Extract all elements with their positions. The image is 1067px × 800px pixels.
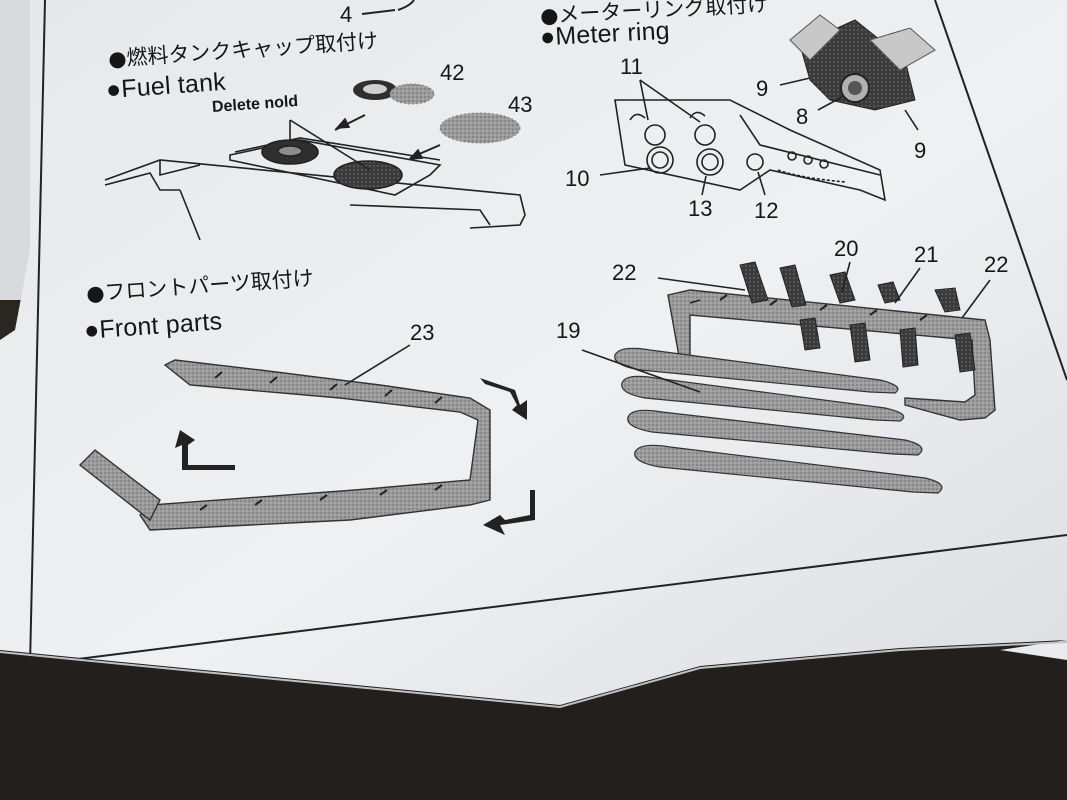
part-number-9-right: 9 [914, 138, 927, 163]
page-border-right [934, 0, 1067, 381]
part-number-13: 13 [688, 196, 713, 221]
part-number-4: 4 [340, 2, 353, 27]
fuel-tank-diagram [104, 114, 526, 241]
front-grille-diagram [581, 261, 996, 494]
part-43 [439, 112, 521, 144]
part-number-12: 12 [754, 198, 779, 223]
page-border-bottom [29, 534, 1067, 666]
part-number-19: 19 [556, 318, 581, 343]
part-number-42: 42 [440, 60, 465, 85]
meter-ring-title-en: ●Meter ring [539, 16, 671, 52]
part-number-11: 11 [620, 54, 643, 79]
page-border-left [29, 0, 46, 666]
paper-edge [0, 641, 1067, 709]
part-42 [353, 80, 435, 105]
part-number-22-left: 22 [612, 260, 637, 285]
part-number-43: 43 [508, 92, 533, 117]
front-part-23-diagram [78, 344, 535, 535]
part-number-21: 21 [914, 242, 939, 267]
part-number-10: 10 [565, 166, 590, 191]
meter-panel-diagram [599, 79, 887, 202]
part-number-20: 20 [834, 236, 859, 261]
part-number-9-left: 9 [756, 76, 769, 101]
part-number-8: 8 [796, 104, 809, 129]
part-number-22-right: 22 [984, 252, 1009, 277]
meter-ring-bracket [779, 14, 936, 131]
part-number-23: 23 [410, 320, 435, 345]
